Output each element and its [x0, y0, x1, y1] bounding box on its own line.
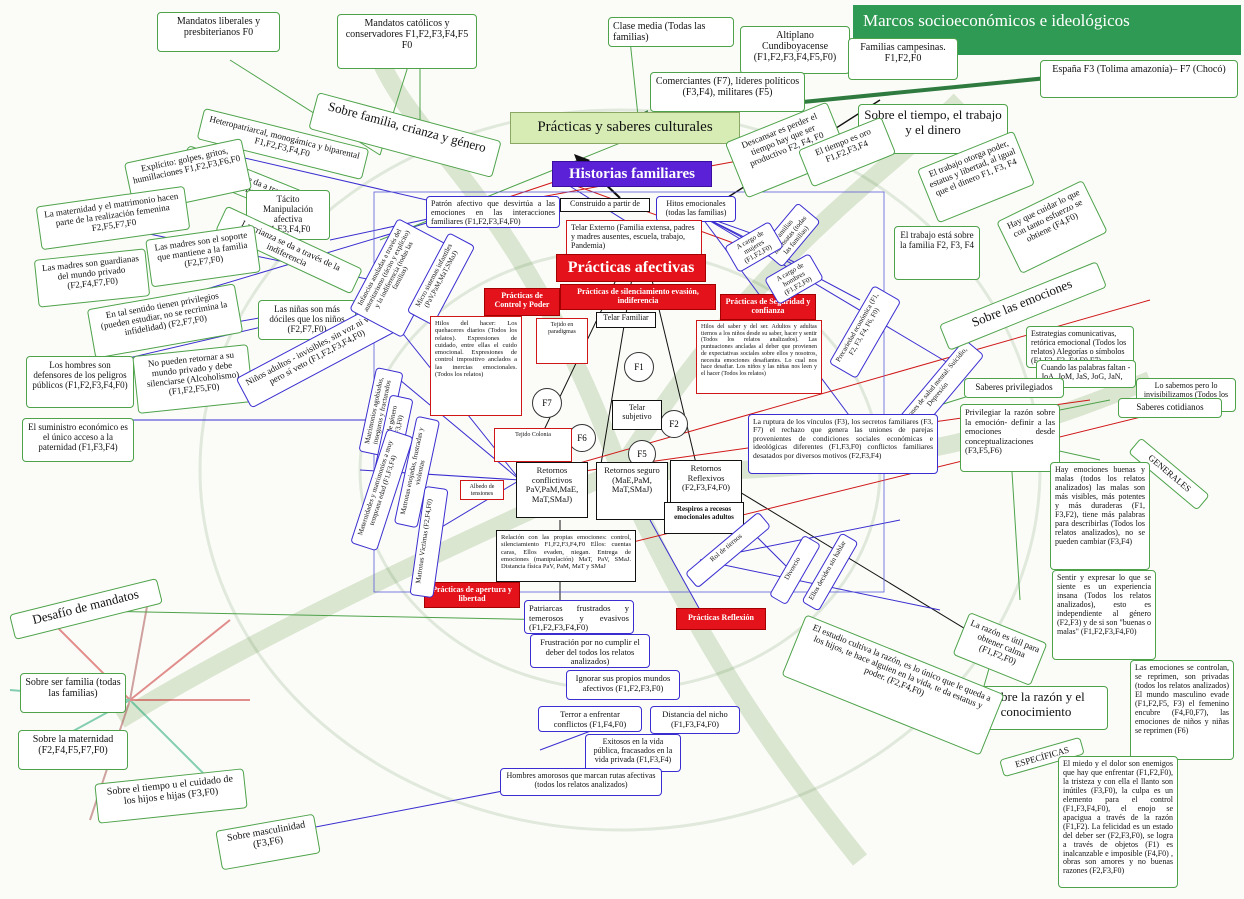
node-f2[interactable]: F2	[660, 410, 688, 438]
node-saberes-cotidianos[interactable]: Saberes cotidianos	[1118, 398, 1222, 418]
node-distancia-nicho[interactable]: Distancia del nicho (F1,F3,F4,F0)	[650, 706, 740, 734]
node-comerciantes[interactable]: Comerciantes (F7), líderes políticos (F3…	[650, 72, 805, 112]
node-telar-externo[interactable]: Telar Externo (Familia extensa, padres y…	[566, 220, 702, 260]
node-razon-util[interactable]: La razón es útil para obtener calma (F1,…	[952, 611, 1048, 687]
node-no-pueden-retornar[interactable]: No pueden retornar a su mundo privado y …	[132, 344, 254, 414]
node-emociones-buenas[interactable]: Hay emociones buenas y malas (todos los …	[1050, 462, 1150, 570]
node-retornos-seguro[interactable]: Retornos seguro (MaE,PaM, MaT,SMaJ)	[596, 462, 668, 520]
node-saberes-privilegiados[interactable]: Saberes privilegiados	[964, 378, 1064, 398]
node-historias-familiares[interactable]: Historias familiares	[552, 161, 712, 187]
header-marcos: Marcos socioeconómicos e ideológicos	[853, 5, 1241, 55]
node-privilegiar[interactable]: Privilegiar la razón sobre la emoción- d…	[960, 404, 1060, 472]
node-precariedad[interactable]: Precariedad económica (F1, F2, F3, F4, F…	[828, 285, 902, 379]
node-hitos-emocionales[interactable]: Hitos emocionales (todas las familias)	[656, 196, 736, 222]
node-madres-soporte[interactable]: Las madres son el soporte que mantiene a…	[145, 224, 261, 288]
node-practicas-reflexion[interactable]: Prácticas Reflexión	[676, 608, 766, 630]
node-tejido-paradigmas[interactable]: Tejido en paradigmas	[536, 318, 588, 364]
node-familias-campesinas[interactable]: Familias campesinas. F1,F2,F0	[848, 38, 958, 80]
node-tejido-colonias[interactable]: Tejido Colonia	[494, 428, 572, 462]
node-practicas-saberes[interactable]: Prácticas y saberes culturales	[510, 112, 740, 144]
node-sentir-expresar[interactable]: Sentir y expresar lo que se siente es un…	[1052, 570, 1156, 660]
node-patriarcas[interactable]: Patriarcas frustrados y temerosos y evas…	[524, 600, 634, 634]
node-desafio[interactable]: Desafío de mandatos	[9, 578, 163, 640]
node-telar-familiar[interactable]: Telar Familiar	[596, 312, 656, 328]
node-f6[interactable]: F6	[568, 424, 596, 452]
node-practicas-seguridad[interactable]: Prácticas de Seguridad y confianza	[720, 294, 816, 320]
node-sobre-tiempo-cuidado[interactable]: Sobre el tiempo u el cuidado de los hijo…	[94, 768, 248, 824]
node-respiros[interactable]: Respiros a recesos emocionales adultos	[664, 502, 744, 534]
node-ruptura-vinculos[interactable]: La ruptura de los vínculos (F3), los sec…	[748, 414, 938, 474]
node-retornos-reflexivos[interactable]: Retornos Reflexivos (F2,F3,F4,F0)	[670, 460, 742, 506]
node-trabajo-sobre[interactable]: El trabajo está sobre la familia F2, F3,…	[894, 226, 980, 280]
node-hombres-amorosos[interactable]: Hombres amorosos que marcan rutas afecti…	[500, 768, 662, 796]
node-hilos-hacer[interactable]: Hilos del hacer: Los quehaceres diarios …	[430, 316, 522, 416]
node-exitosos[interactable]: Exitosos en la vida pública, fracasados …	[585, 734, 681, 772]
node-sobre-maternidad[interactable]: Sobre la maternidad (F2,F4,F5,F7,F0)	[18, 730, 128, 770]
node-altiplano[interactable]: Altiplano Cundiboyacense (F1,F2,F3,F4,F5…	[740, 26, 850, 74]
node-hombres-defensores[interactable]: Los hombres son defensores de los peligr…	[26, 356, 134, 408]
node-suministro[interactable]: El suministro económico es el único acce…	[22, 418, 134, 462]
node-sobre-masculinidad[interactable]: Sobre masculinidad (F3,F6)	[215, 813, 321, 871]
node-practicas-control[interactable]: Prácticas de Control y Poder	[484, 288, 560, 316]
node-telar-subjetivo[interactable]: Telar subjetivo	[612, 400, 662, 430]
node-hilos-saber[interactable]: Hilos del saber y del ser. Adultos y adu…	[696, 320, 822, 394]
node-sobre-ser-familia[interactable]: Sobre ser familia (todas las familias)	[20, 673, 126, 713]
node-madres-guardianas[interactable]: Las madres son guardianas del mundo priv…	[33, 248, 151, 308]
node-ignorar[interactable]: Ignorar sus propios mundos afectivos (F1…	[566, 670, 680, 700]
node-mandatos-catolicos[interactable]: Mandatos católicos y conservadores F1,F2…	[337, 14, 477, 69]
node-frustracion[interactable]: Frustración por no cumplir el deber del …	[530, 634, 650, 668]
node-miedo-dolor[interactable]: El miedo y el dolor son enemigos que hay…	[1058, 756, 1178, 888]
node-construido: Construido a partir de	[560, 198, 650, 212]
node-practicas-apertura[interactable]: Prácticas de apertura y libertad	[424, 582, 520, 608]
node-emociones-controlan[interactable]: Las emociones se controlan, se reprimen,…	[1130, 660, 1234, 760]
node-practicas-silenciamiento[interactable]: Prácticas de silenciamiento evasión, ind…	[560, 284, 716, 310]
node-hay-que-cuidar[interactable]: Hay que cuidar lo que con tanto esfuerzo…	[996, 179, 1108, 275]
node-terror[interactable]: Terror a enfrentar conflictos (F1,F4,F0)	[538, 706, 642, 732]
node-patron-afectivo[interactable]: Patrón afectivo que desvirtúa a las emoc…	[426, 196, 560, 228]
node-practicas-afectivas[interactable]: Prácticas afectivas	[556, 254, 706, 282]
node-f1[interactable]: F1	[624, 352, 654, 382]
node-relacion-propias[interactable]: Relación con las propias emociones: cont…	[496, 530, 636, 582]
node-mandatos-liberales[interactable]: Mandatos liberales y presbiterianos F0	[157, 12, 280, 52]
node-clase-media[interactable]: Clase media (Todas las familias)	[608, 17, 734, 47]
node-retornos-conflictivos[interactable]: Retornos conflictivos PaV,PaM,MaE, MaT,S…	[516, 462, 588, 518]
node-espana[interactable]: España F3 (Tolima amazonía)– F7 (Chocó)	[1040, 60, 1238, 98]
node-f7[interactable]: F7	[532, 388, 562, 418]
node-albedo[interactable]: Albedo de tensiones	[460, 480, 504, 500]
